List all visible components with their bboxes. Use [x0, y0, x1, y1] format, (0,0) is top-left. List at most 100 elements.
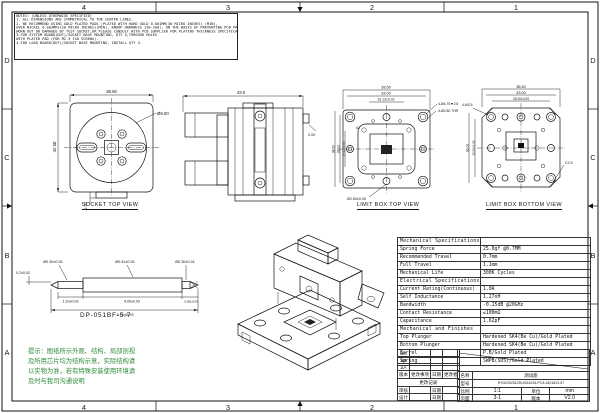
- zone-label: 4: [81, 2, 87, 12]
- name-row: 名称 测试座: [457, 371, 591, 380]
- view-label-limit-bottom: LIMIT BOX BOTTOM VIEW: [465, 202, 583, 210]
- socket-top-view-drawing: 38.50 42.50 Ø9.00 1.50: [52, 89, 169, 210]
- spec-section-header: Electrical Specifications: [397, 277, 591, 286]
- zone-label: 1: [513, 2, 519, 12]
- dimension-label: 38.50: [381, 86, 391, 90]
- spec-value: [480, 237, 591, 246]
- revision-cell: [409, 356, 431, 364]
- view-label-socket-top: SOCKET TOP VIEW: [60, 202, 160, 210]
- model-label: 型号: [457, 379, 473, 388]
- revision-id: ΔA: [397, 363, 410, 371]
- spec-label: Electrical Specifications: [397, 277, 481, 286]
- dimension-label: 42.50: [52, 141, 57, 152]
- design-cell: [409, 393, 431, 401]
- revision-id: ΔB: [397, 356, 410, 364]
- col-date-label: 日期: [430, 370, 443, 379]
- zone-label: C: [590, 153, 596, 162]
- dimension-label: 4.00±0.03: [124, 300, 140, 304]
- isometric-view-drawing: [237, 234, 385, 371]
- title-blank-area: [457, 349, 590, 372]
- col-change-label: 更改事项: [409, 370, 431, 379]
- dimension-label: Ø0.51±0.01: [115, 260, 135, 264]
- title-info-table: 名称 测试座 型号 HY02/20231220-BGA216-P0.8-16X1…: [457, 349, 591, 402]
- chinese-note-line: 及时与我司沟通说明: [28, 378, 85, 385]
- dimension-label: 16.12±0.02: [378, 98, 395, 102]
- spec-row: Contact Resistance≤100mΩ: [397, 309, 591, 318]
- notes-line: WORN OUT OR DAMAGED BY TEST SOCKET,OR PL…: [16, 29, 238, 34]
- spec-label: Mechanical Life: [397, 269, 481, 278]
- revision-cell: [430, 356, 443, 364]
- dimension-label: 0.60±0.03: [184, 300, 198, 304]
- model-value: HY02/20231220-BGA216-P0.8-16X16X1.67: [471, 379, 591, 388]
- date-label: 日期: [430, 386, 443, 394]
- revision-cell: [430, 363, 443, 371]
- callout-label: 4-Ø4.70▼2.5: [438, 102, 458, 106]
- notes-line: OVER NICKEL 0.003MM(120 MICRO INCHES)(MI…: [16, 25, 238, 30]
- notes-line: 4.FOR LOAD BOARD(DUT)/SOCKET BASE MOUNTI…: [16, 40, 142, 46]
- model-row: 型号 HY02/20231220-BGA216-P0.8-16X16X1.67: [457, 379, 591, 388]
- spec-value: [480, 325, 591, 334]
- zone-label: A: [4, 348, 10, 357]
- zone-label: D: [4, 56, 10, 65]
- page-label: 页面: [457, 394, 473, 402]
- grid-marker-label: A1: [356, 126, 360, 130]
- dimension-label: 2.00: [308, 133, 315, 137]
- chinese-note-line: 提示：图纸所示外观、结构、局部剖视: [28, 348, 136, 355]
- version-value: V2.0: [549, 394, 590, 402]
- date-label: 日期: [430, 393, 443, 401]
- revision-header-row: 版本 更改事项 日期 更改者: [397, 370, 460, 379]
- dimension-label: 33.00: [466, 144, 470, 153]
- spec-label: Top Plunger: [397, 333, 481, 342]
- spec-label: Current Rating(Continuous): [397, 285, 481, 294]
- dimension-label: 38.50: [106, 89, 117, 94]
- zone-label: 3: [225, 2, 231, 12]
- zone-label: 3: [225, 402, 231, 412]
- zone-label: 2: [369, 402, 375, 412]
- spec-value: -0.15dB @20GHz: [480, 301, 591, 310]
- spec-value: 300K Cycles: [480, 269, 591, 278]
- spec-value: 1.62pF: [480, 317, 591, 326]
- dimension-label: Ø0.30±0.01: [43, 260, 63, 264]
- zone-label: 2: [369, 2, 375, 12]
- view-label-text: SOCKET TOP VIEW: [81, 202, 139, 210]
- name-value: 测试座: [471, 371, 591, 380]
- dimension-label: Ø0.30±0.01: [175, 260, 195, 264]
- dimension-label: 25.00±0.05: [513, 97, 529, 101]
- notes-box: NOTES: (UNLESS OTHERWISE SPECIFIED) 1. A…: [14, 13, 238, 60]
- spec-label: Capacitance: [397, 317, 481, 326]
- zone-label: C: [4, 153, 10, 162]
- change-record-row: 更改记录: [397, 378, 460, 387]
- spec-label: Self Inductance: [397, 293, 481, 302]
- zone-label: D: [590, 56, 596, 65]
- review-cell: [409, 386, 431, 394]
- review-row: 审核 日期: [397, 386, 460, 394]
- limit-box-bottom-view-drawing: 38.50 33.00 25.00±0.05 33.00 25.00±0.05 …: [462, 85, 573, 192]
- spec-label: Spring Force: [397, 245, 481, 254]
- view-label-text: LIMIT BOX BOTTOM VIEW: [485, 202, 563, 210]
- design-label: 设计: [397, 393, 410, 401]
- unit-value: mm: [549, 387, 590, 395]
- revision-row: ΔB: [397, 356, 460, 364]
- spec-section-header: Mechanical Specifications: [397, 237, 591, 246]
- dimension-label: 0.2±0.02: [16, 271, 30, 275]
- spec-label: Contact Resistance: [397, 309, 481, 318]
- col-version-label: 版本: [397, 370, 410, 379]
- limit-box-top-view-drawing: 38.50 33.00 16.12±0.02 38.50 33.00 16.12…: [332, 86, 459, 201]
- spec-row: Current Rating(Continuous)1.0A: [397, 285, 591, 294]
- chinese-note-line: 以实物为准，若有特殊安装使用环境请: [28, 368, 136, 375]
- notes-title: NOTES: (UNLESS OTHERWISE SPECIFIED): [16, 14, 93, 19]
- revision-table: ΔC ΔB ΔA 版本 更改事项 日期 更改者 更改记录 审核 日期 设计 日期: [397, 349, 460, 401]
- diagonal-line: [458, 352, 589, 370]
- side-view-drawing: 43.0 2.00: [182, 90, 317, 202]
- spec-section-header: Mechanical and Finishes: [397, 325, 591, 334]
- spec-value: [480, 277, 591, 286]
- callout-label: Ø2.50±0.05: [347, 197, 366, 201]
- dimension-label: 1.10±0.03: [63, 300, 79, 304]
- dimension-label: 43.0: [237, 90, 246, 95]
